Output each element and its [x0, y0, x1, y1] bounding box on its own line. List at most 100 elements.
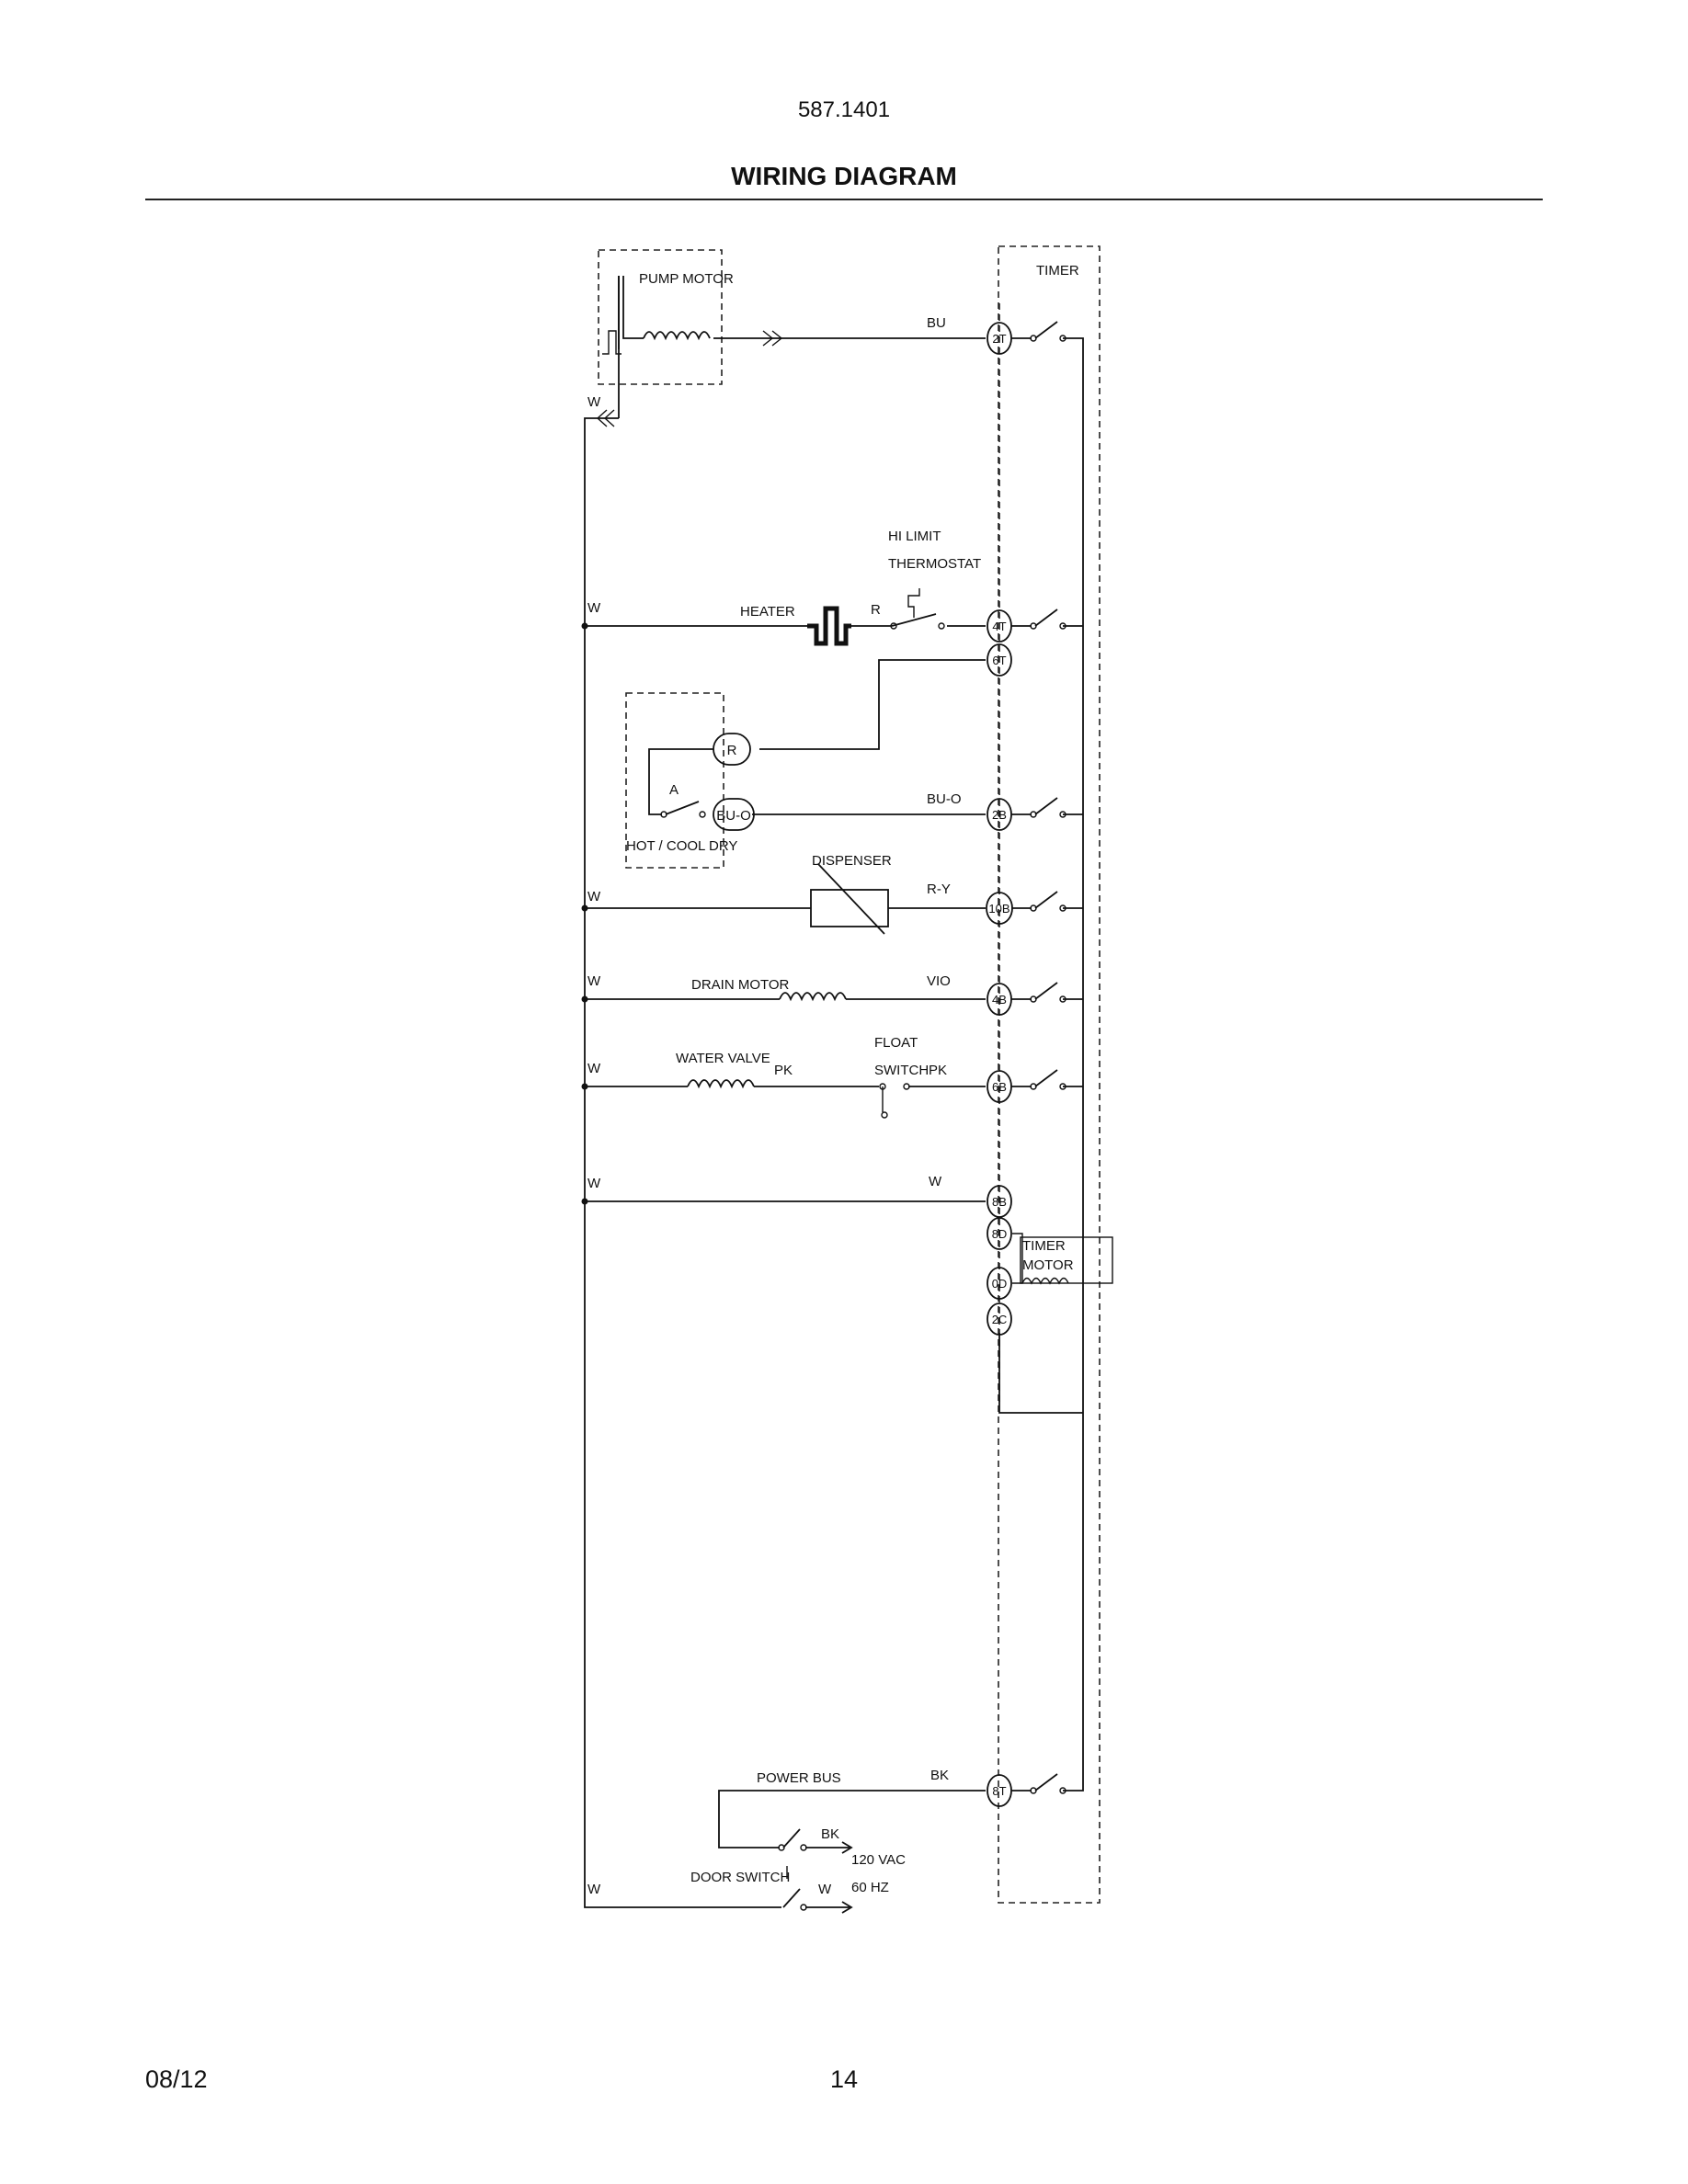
heater-element-icon: [807, 606, 851, 646]
wire-label-bk-bus: BK: [930, 1768, 949, 1783]
thermostat-label: THERMOSTAT: [888, 556, 981, 572]
terminal-2t: 2T: [987, 322, 1012, 355]
power-bus-label: POWER BUS: [757, 1770, 841, 1786]
terminal-0d: 0D: [987, 1267, 1012, 1300]
hot-cool-switch: [665, 801, 700, 815]
pump-connector: [596, 409, 615, 427]
wire-label-w-8b-left: W: [587, 1176, 601, 1191]
timer-motor-wire: [1012, 1233, 1023, 1284]
hz-label: 60 HZ: [851, 1880, 889, 1895]
timer-bus-wire: [1066, 337, 1084, 1792]
switch-buo-label: BU-O: [716, 808, 751, 824]
timer-motor-box: [1020, 1236, 1113, 1284]
dispenser-element: [810, 889, 889, 927]
pump-motor-box: [598, 249, 723, 385]
hi-limit-label: HI LIMIT: [888, 529, 941, 544]
terminal-6t: 6T: [987, 643, 1012, 677]
dispenser-label: DISPENSER: [812, 853, 892, 869]
neutral-bus-wire: [584, 417, 781, 1908]
dispenser-arrow: [817, 863, 885, 935]
timer-motor-label-1: TIMER: [1022, 1238, 1066, 1254]
hot-cool-wire: [759, 659, 986, 750]
wire-label-bu: BU: [927, 315, 946, 331]
svg-text:4B: 4B: [992, 993, 1007, 1007]
timer-switches: [1011, 321, 1083, 1794]
terminal-10b: 10B: [986, 892, 1013, 925]
timer-box: [998, 245, 1101, 1904]
svg-text:2T: 2T: [992, 332, 1006, 346]
wire-label-pk-right: PK: [929, 1063, 947, 1078]
hot-cool-dry-box: [625, 692, 724, 869]
door-switch-lower: [782, 1888, 801, 1908]
door-switch-upper: [782, 1828, 801, 1848]
vac-label: 120 VAC: [851, 1852, 906, 1868]
terminal-8t: 8T: [987, 1774, 1012, 1807]
hot-cool-dry-label: HOT / COOL DRY: [626, 838, 737, 854]
switch-a-label: A: [669, 782, 679, 798]
120vac-arrow-bottom: [805, 1901, 853, 1914]
svg-text:8D: 8D: [992, 1227, 1008, 1241]
wire-label-pk-left: PK: [774, 1063, 793, 1078]
switch-r-terminal: [713, 733, 751, 766]
drain-motor-coil: [779, 992, 847, 1002]
pump-motor-label: PUMP MOTOR: [639, 271, 734, 287]
footer-date: 08/12: [145, 2065, 208, 2093]
wire-label-w-8b-right: W: [929, 1174, 942, 1189]
model-number: 587.1401: [797, 97, 891, 122]
120vac-arrow-top: [805, 1841, 853, 1854]
water-valve-coil: [687, 1079, 755, 1089]
page-number: 14: [829, 2065, 859, 2093]
title-rule: [145, 199, 1543, 200]
wire-label-w-dispenser: W: [587, 889, 601, 904]
wire-label-r-y: R-Y: [927, 882, 951, 897]
wire-label-w-valve: W: [587, 1061, 601, 1076]
wire-label-vio: VIO: [927, 973, 951, 989]
hot-cool-a-wire: [648, 748, 713, 815]
timer-label: TIMER: [1036, 263, 1079, 279]
svg-text:6B: 6B: [992, 1080, 1007, 1094]
switch-label: SWITCH: [874, 1063, 929, 1078]
timer-motor-return-wire: [998, 1333, 1083, 1414]
float-label: FLOAT: [874, 1035, 918, 1051]
timer-motor-label-2: MOTOR: [1022, 1257, 1074, 1273]
terminal-8d: 8D: [987, 1217, 1012, 1250]
wire-label-w-drain: W: [587, 973, 601, 989]
svg-text:2B: 2B: [992, 808, 1007, 822]
drain-motor-label: DRAIN MOTOR: [691, 977, 790, 993]
terminal-4b: 4B: [987, 983, 1012, 1016]
terminal-8b: 8B: [987, 1185, 1012, 1218]
heater-label: HEATER: [740, 604, 795, 620]
power-bus-wire: [718, 1790, 986, 1848]
pump-overload-symbol: [602, 330, 622, 355]
wire-label-w-heater: W: [587, 600, 601, 616]
svg-text:6T: 6T: [992, 654, 1006, 667]
pump-motor-wire: [618, 276, 986, 349]
wire-label-r-heater: R: [871, 602, 881, 618]
terminal-2b: 2B: [987, 798, 1012, 831]
terminal-6b: 6B: [987, 1070, 1012, 1103]
terminal-4t: 4T: [987, 609, 1012, 643]
wire-label-w-pump: W: [587, 394, 601, 410]
svg-text:10B: 10B: [988, 902, 1009, 916]
water-valve-label: WATER VALVE: [676, 1051, 770, 1066]
door-switch-label: DOOR SWITCH: [690, 1870, 790, 1885]
pump-motor-coil: [643, 331, 711, 341]
svg-text:8B: 8B: [992, 1195, 1007, 1209]
thermostat-switch: [891, 613, 937, 627]
wire-label-bu-o: BU-O: [927, 791, 962, 807]
switch-r-label: R: [727, 743, 737, 758]
svg-text:8T: 8T: [992, 1784, 1006, 1798]
svg-text:0D: 0D: [992, 1277, 1008, 1291]
switch-buo-terminal: [713, 798, 755, 831]
svg-text:2C: 2C: [992, 1313, 1008, 1326]
thermostat-bimetal: [907, 588, 920, 618]
page-title: WIRING DIAGRAM: [731, 162, 957, 190]
wire-label-bk-door: BK: [821, 1826, 839, 1842]
svg-text:4T: 4T: [992, 620, 1006, 633]
wire-label-w-door-right: W: [818, 1882, 832, 1897]
pump-motor-connector: [762, 330, 783, 347]
terminal-2c: 2C: [987, 1302, 1012, 1336]
wire-label-w-door-left: W: [587, 1882, 601, 1897]
timer-motor-coil: [1021, 1277, 1069, 1285]
